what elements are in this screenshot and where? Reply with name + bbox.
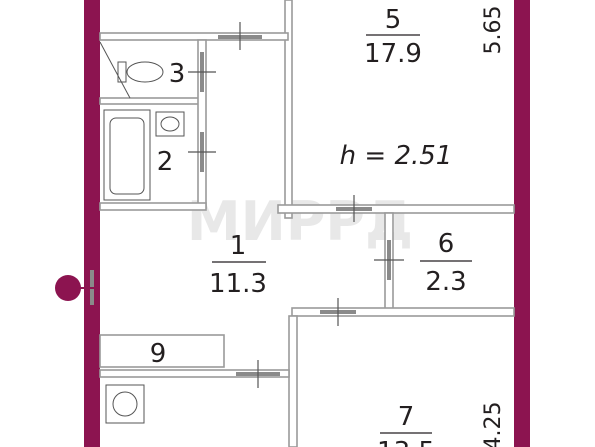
- sink-icon: [155, 111, 185, 137]
- room-2-number: 2: [157, 147, 174, 177]
- dimension-right-upper: 5.65: [481, 6, 506, 55]
- height-note: h = 2.51: [340, 141, 453, 171]
- room-5-area: 17.9: [364, 39, 422, 69]
- wall-hall-bottom: [99, 369, 290, 378]
- wall-wet-top: [99, 32, 289, 41]
- room-7-number: 7: [398, 402, 415, 432]
- toilet-icon: [99, 41, 164, 99]
- dimension-right-lower: 4.25: [481, 402, 506, 447]
- door-ticks: [188, 22, 404, 388]
- wall-room7-left: [288, 315, 298, 447]
- room-1-number: 1: [230, 231, 247, 261]
- closet-9-box: [99, 334, 225, 368]
- bathtub-icon: [103, 109, 151, 201]
- entrance-marker-icon: [55, 275, 100, 301]
- washing-machine-icon: [105, 384, 145, 424]
- wall-room5-bottom: [277, 204, 515, 214]
- wall-room7-top: [291, 307, 515, 317]
- room-5-number: 5: [385, 5, 402, 35]
- right-outer-wall: [514, 0, 530, 447]
- left-outer-wall: [84, 0, 100, 447]
- outer-walls: [84, 0, 530, 447]
- wall-top-divider: [284, 0, 293, 219]
- room-6-number: 6: [438, 229, 455, 259]
- watermark: МИРРД: [187, 190, 413, 253]
- wall-wet-bottom: [99, 202, 207, 211]
- room-3-number: 3: [169, 59, 186, 89]
- room-1-area: 11.3: [209, 269, 267, 299]
- room-6-area: 2.3: [425, 267, 466, 297]
- room-9-number: 9: [150, 339, 167, 369]
- wall-toilet-bath: [99, 97, 206, 105]
- room-7-area: 13.5: [377, 437, 435, 447]
